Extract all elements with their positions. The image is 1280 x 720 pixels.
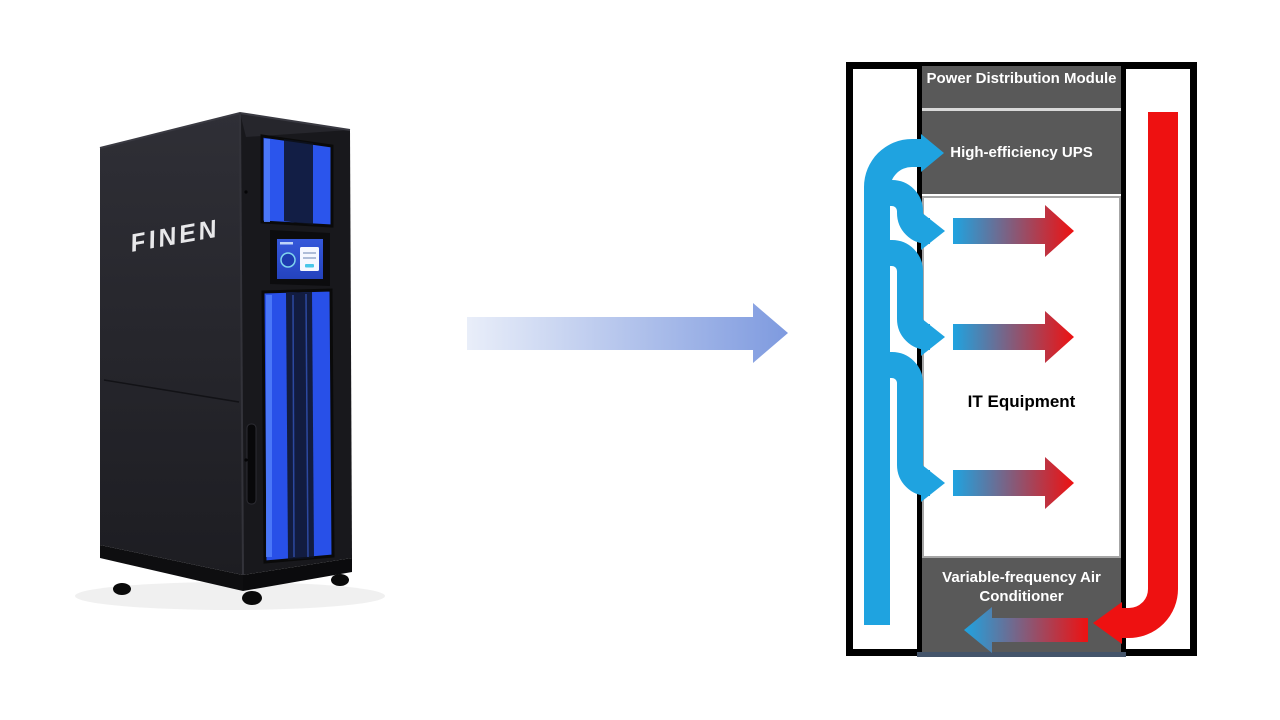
- rack-base-left: [100, 545, 243, 591]
- rack-caster-wheel: [331, 574, 349, 586]
- rack-glass-upper-inner-column: [284, 139, 313, 225]
- rack-screen-bezel: [270, 230, 330, 286]
- rack-screen-card-line: [303, 252, 316, 254]
- rack-screw: [244, 190, 248, 194]
- rack-screen-topbar: [280, 242, 293, 245]
- pue-arrow: [467, 303, 788, 363]
- rack-glass-lower-rail: [305, 293, 309, 558]
- rack-brand-label: FINEN: [128, 215, 221, 258]
- rack-top-edge-highlight: [99, 111, 351, 149]
- rack-glass-lower-light-sliver: [266, 295, 272, 557]
- ups-box: [922, 111, 1121, 194]
- rack-side-seam: [103, 379, 240, 403]
- column-right-line: [1121, 62, 1126, 652]
- rack-screen-card-line: [303, 257, 316, 259]
- air-conditioner-accent-strip: [917, 652, 1126, 657]
- rack-screen-card-button: [305, 264, 314, 268]
- rack-door-handle: [246, 423, 257, 505]
- it-equipment-box: [922, 196, 1121, 558]
- rack-front-panel: [240, 113, 352, 575]
- rack-caster-wheel: [242, 591, 262, 605]
- rack-screen-card: [300, 247, 319, 271]
- rack-base-front: [243, 558, 352, 591]
- pue-label: PUE ≤ 1.5: [562, 321, 658, 342]
- rack-corner-edge: [239, 112, 244, 576]
- power-distribution-box: [922, 66, 1121, 108]
- rack-screen: [277, 239, 323, 279]
- rack-glass-lower-inner-column: [286, 292, 314, 560]
- rack-shadow: [75, 582, 385, 610]
- rack-side-panel: [100, 113, 243, 575]
- rack-caster-wheel: [113, 583, 131, 595]
- rack-screen-gauge: [280, 252, 296, 268]
- rack-screw: [244, 458, 248, 462]
- rack-glass-upper: [260, 134, 334, 228]
- rack-glass-lower-rail: [292, 294, 295, 558]
- rack-top-panel: [240, 113, 350, 137]
- rack-glass-upper-light-sliver: [264, 139, 270, 222]
- air-conditioner-box: [922, 558, 1121, 652]
- box-separator: [922, 108, 1121, 111]
- server-rack-illustration: FINEN: [75, 111, 385, 610]
- rack-glass-lower: [261, 288, 335, 564]
